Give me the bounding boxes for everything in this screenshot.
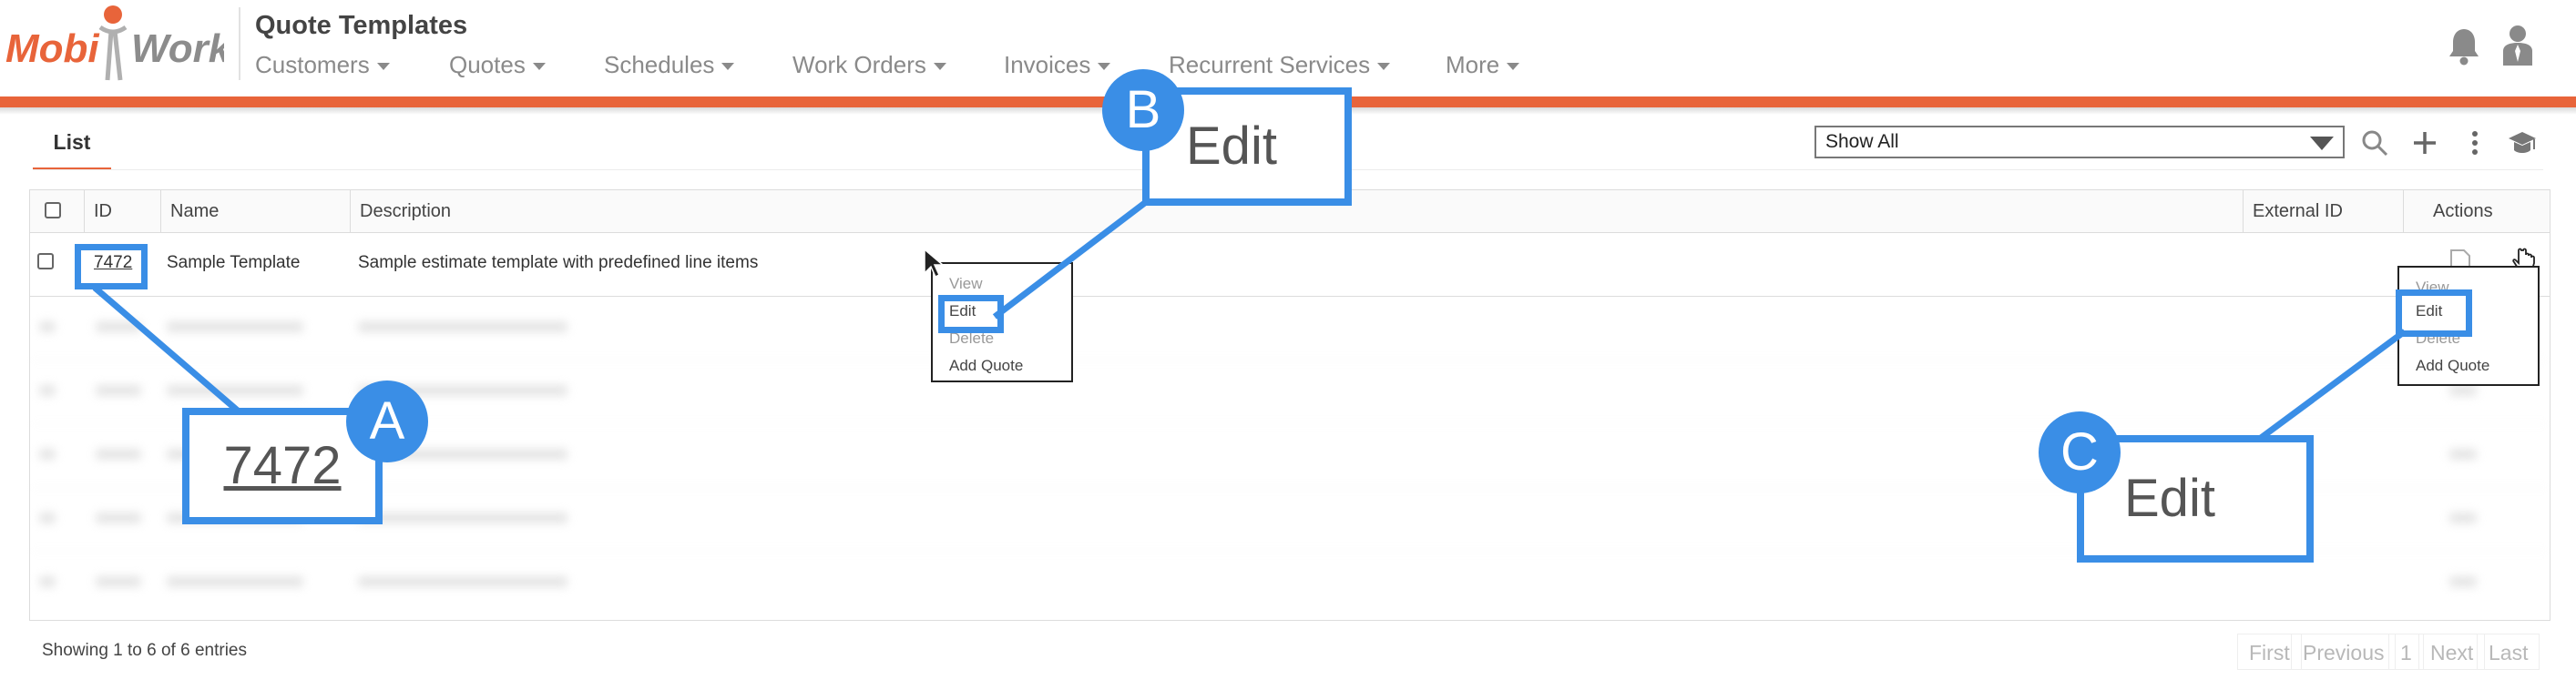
chevron-down-icon <box>1507 63 1520 71</box>
menu-item-add-quote[interactable]: Add Quote <box>2416 357 2490 374</box>
menu-item-view[interactable]: View <box>949 275 983 292</box>
graduation-cap-icon[interactable] <box>2507 127 2538 158</box>
more-vertical-icon[interactable] <box>2459 127 2490 158</box>
nav-quotes[interactable]: Quotes <box>449 51 546 79</box>
menu-item-add-quote[interactable]: Add Quote <box>949 357 1024 374</box>
chevron-down-icon <box>1377 63 1391 71</box>
column-header-description[interactable]: Description <box>351 190 2244 232</box>
row-name: Sample Template <box>167 253 301 272</box>
header-select-all-cell <box>30 190 85 232</box>
table-row <box>30 551 2550 614</box>
table-row <box>30 296 2550 360</box>
table-row[interactable]: 7472 Sample Template Sample estimate tem… <box>30 232 2550 297</box>
highlight-actions-edit <box>2396 289 2472 337</box>
pager-previous[interactable]: Previous <box>2291 634 2397 670</box>
column-header-external-id[interactable]: External ID <box>2244 190 2404 232</box>
column-header-id[interactable]: ID <box>85 190 161 232</box>
filter-select-value: Show All <box>1825 131 1899 152</box>
nav-customers[interactable]: Customers <box>255 51 390 79</box>
nav-work-orders[interactable]: Work Orders <box>792 51 946 79</box>
chevron-down-icon <box>2310 137 2334 150</box>
chevron-down-icon <box>933 63 946 71</box>
nav-schedules[interactable]: Schedules <box>604 51 735 79</box>
nav-label: Quotes <box>449 51 526 78</box>
chevron-down-icon <box>532 63 546 71</box>
pager-page-1[interactable]: 1 <box>2388 634 2424 670</box>
mobiwork-logo[interactable]: Mobi Work <box>5 4 224 82</box>
search-icon[interactable] <box>2359 127 2390 158</box>
column-header-name[interactable]: Name <box>161 190 351 232</box>
pager-next[interactable]: Next <box>2418 634 2486 670</box>
logo-divider <box>239 7 240 80</box>
tab-list[interactable]: List <box>33 127 111 170</box>
pager-last[interactable]: Last <box>2477 634 2540 670</box>
page-title: Quote Templates <box>255 11 468 40</box>
nav-label: Recurrent Services <box>1169 51 1371 78</box>
nav-more[interactable]: More <box>1446 51 1520 79</box>
entries-info: Showing 1 to 6 of 6 entries <box>42 641 247 660</box>
bell-icon[interactable] <box>2447 25 2481 66</box>
callout-badge-b: B <box>1102 69 1184 151</box>
nav-label: Invoices <box>1004 51 1091 78</box>
plus-icon[interactable] <box>2409 127 2440 158</box>
nav-recurrent-services[interactable]: Recurrent Services <box>1169 51 1391 79</box>
select-all-checkbox[interactable] <box>45 202 61 218</box>
menu-item-edit[interactable]: Edit <box>2416 302 2443 320</box>
chevron-down-icon <box>721 63 735 71</box>
column-header-actions: Actions <box>2433 201 2493 221</box>
row-checkbox[interactable] <box>37 253 54 269</box>
nav-invoices[interactable]: Invoices <box>1004 51 1111 79</box>
nav-label: Work Orders <box>792 51 926 78</box>
callout-badge-c: C <box>2039 411 2121 493</box>
menu-item-delete[interactable]: Delete <box>949 330 995 347</box>
nav-label: More <box>1446 51 1500 78</box>
svg-text:Mobi: Mobi <box>5 26 99 71</box>
menu-item-edit[interactable]: Edit <box>949 302 976 320</box>
nav-label: Customers <box>255 51 370 78</box>
row-description: Sample estimate template with predefined… <box>358 253 759 272</box>
pager-first[interactable]: First <box>2237 634 2302 670</box>
user-icon[interactable] <box>2501 24 2534 67</box>
highlight-edit-menu-item <box>938 295 1004 333</box>
nav-label: Schedules <box>604 51 715 78</box>
highlight-id-link <box>75 244 148 289</box>
row-id-link[interactable]: 7472 <box>94 253 133 272</box>
app-header: Mobi Work Quote Templates Customers Quot… <box>0 0 2576 96</box>
svg-text:Work: Work <box>131 26 224 71</box>
filter-select[interactable]: Show All <box>1814 126 2345 158</box>
chevron-down-icon <box>1098 63 1111 71</box>
chevron-down-icon <box>376 63 390 71</box>
callout-badge-a: A <box>346 381 428 462</box>
mouse-pointer-icon <box>924 248 946 279</box>
